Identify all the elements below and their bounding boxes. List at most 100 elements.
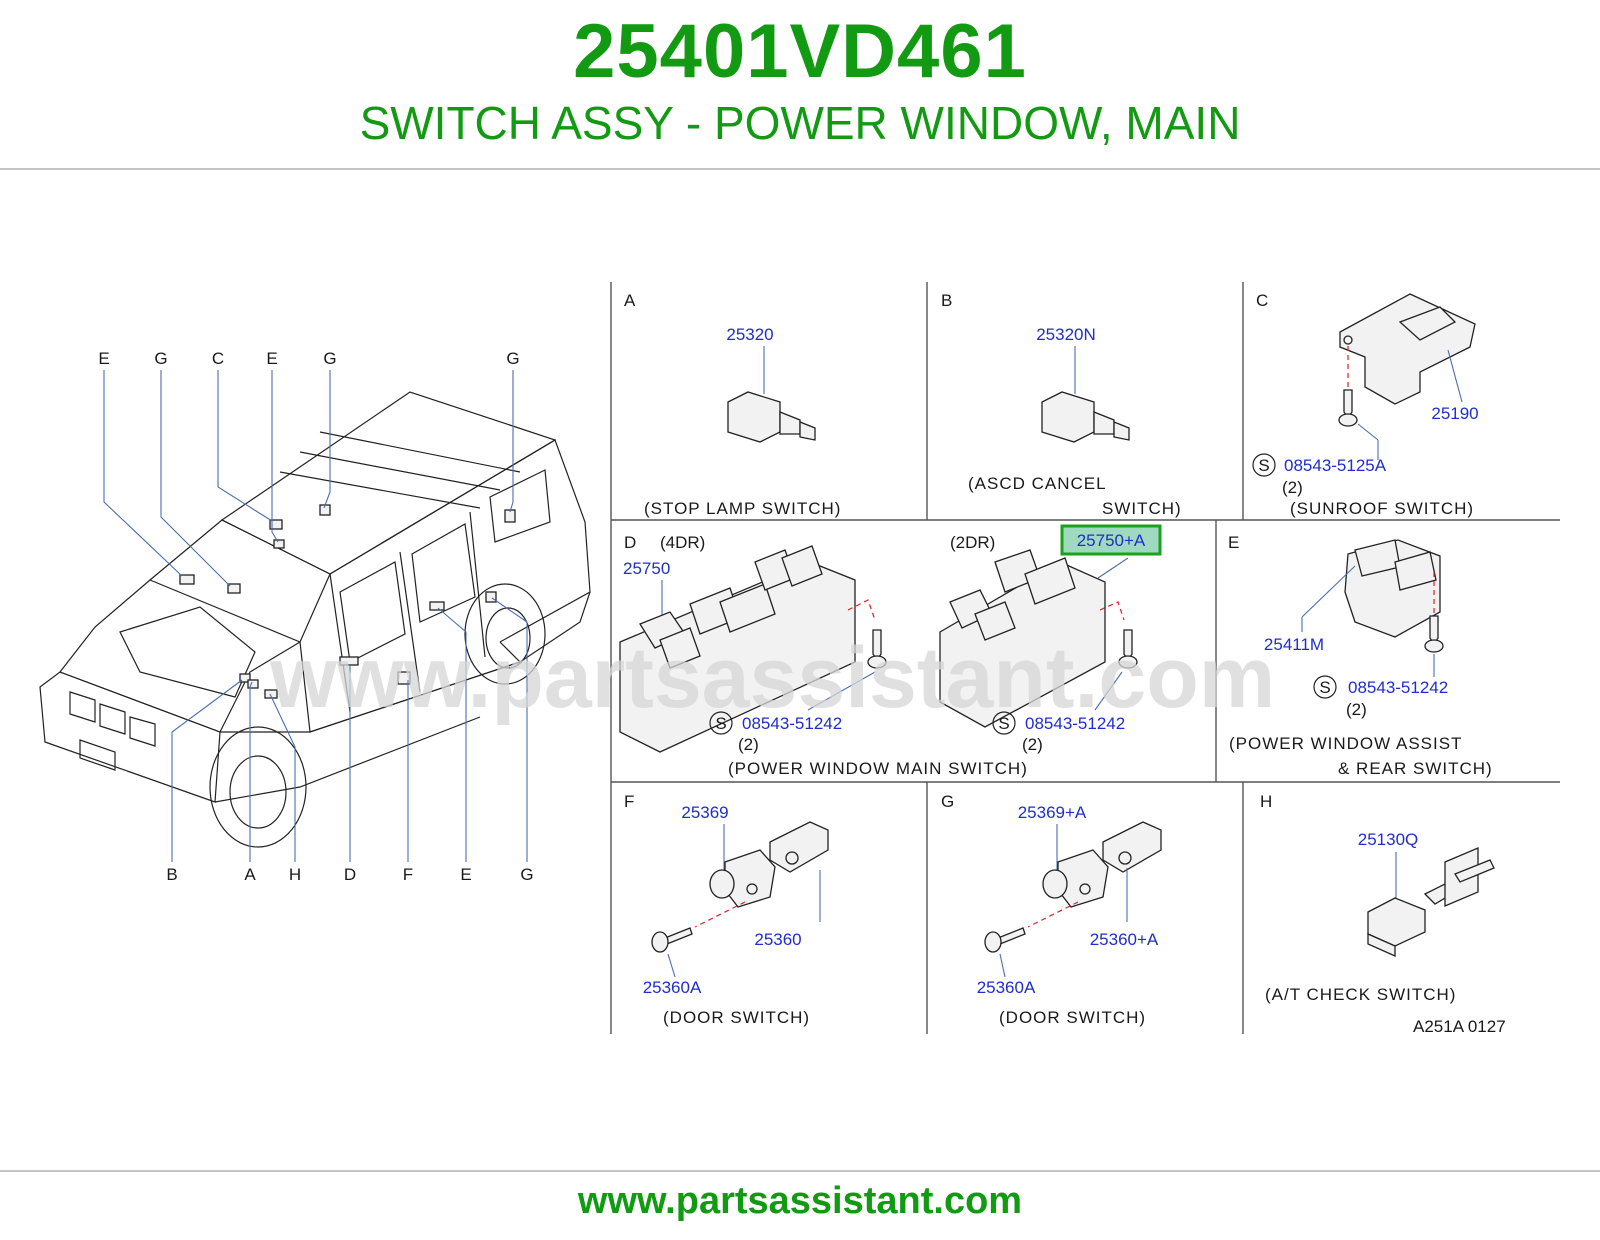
part-number-label: 25360A (977, 978, 1036, 997)
screw-part (984, 927, 1026, 953)
panel-caption: (STOP LAMP SWITCH) (644, 499, 841, 518)
part-number-label: 25360A (643, 978, 702, 997)
panel-letter: C (1256, 291, 1268, 310)
screw-symbol: S (1258, 456, 1269, 475)
panel-e-power-window-assist-switch: E 25411M S 08543-51242 (2) (POWER WINDOW… (1228, 533, 1493, 778)
callout-letter: H (289, 865, 301, 884)
panel-caption: (DOOR SWITCH) (663, 1008, 810, 1027)
watermark-text: www.partsassistant.com (269, 630, 1275, 726)
door-switch-bracket-part (769, 821, 829, 873)
screw-symbol-circle (992, 711, 1016, 735)
callout-letter: A (244, 865, 256, 884)
part-number-label: 25320N (1036, 325, 1096, 344)
callout-letter: G (323, 349, 336, 368)
panel-caption-line-2: SWITCH) (1102, 499, 1182, 518)
screw-part-number: 08543-51242 (1025, 714, 1125, 733)
quantity-label: (2) (738, 735, 759, 754)
part-number-label: 25360+A (1090, 930, 1159, 949)
panel-letter: B (941, 291, 952, 310)
callout-letter: G (520, 865, 533, 884)
panel-caption-line-1: (POWER WINDOW ASSIST (1229, 734, 1462, 753)
reference-code: A251A 0127 (1413, 1017, 1506, 1036)
screw-symbol-circle (1313, 675, 1337, 699)
panel-h-at-check-switch: H 25130Q (A/T CHECK SWITCH) A251A 0127 (1260, 792, 1506, 1036)
vehicle-callouts-bottom: B A H D F E G (166, 865, 533, 884)
door-switch-plunger-part (1042, 849, 1109, 908)
power-window-switch-2dr-part (939, 549, 1106, 728)
callout-letter: F (403, 865, 413, 884)
callout-letter: E (460, 865, 471, 884)
panel-f-door-switch: F 25369 25360 25360A (DOOR SWITCH) (624, 792, 829, 1027)
screw-part (1118, 629, 1138, 669)
quantity-label: (2) (1282, 478, 1303, 497)
callout-letter: G (506, 349, 519, 368)
door-switch-plunger-part (709, 849, 776, 908)
callout-letter: E (98, 349, 109, 368)
quantity-label: (2) (1346, 700, 1367, 719)
part-number-label: 25411M (1264, 635, 1324, 654)
callout-letter: E (266, 349, 277, 368)
screw-symbol-circle (709, 711, 733, 735)
footer-website[interactable]: www.partsassistant.com (577, 1180, 1023, 1222)
power-window-switch-4dr-part (619, 545, 856, 753)
vehicle-callouts-top: E G C E G G (98, 349, 519, 368)
panel-letter: E (1228, 533, 1239, 552)
screw-symbol-circle (1252, 453, 1276, 477)
callout-letter: G (154, 349, 167, 368)
screw-part-number: 08543-5125A (1284, 456, 1387, 475)
ascd-cancel-switch-part (1041, 391, 1130, 443)
part-number-label: 25130Q (1358, 830, 1419, 849)
page-header: 25401VD461 SWITCH ASSY - POWER WINDOW, M… (0, 0, 1600, 172)
footer-divider (0, 1170, 1600, 1172)
screw-part (867, 629, 887, 669)
panel-letter: F (624, 792, 634, 811)
panel-a-stop-lamp-switch: A 25320 (STOP LAMP SWITCH) (624, 291, 841, 518)
screw-part (1338, 389, 1358, 427)
panel-caption: (A/T CHECK SWITCH) (1265, 985, 1456, 1004)
panel-caption: (DOOR SWITCH) (999, 1008, 1146, 1027)
screw-symbol: S (1319, 678, 1330, 697)
panel-caption-line-2: & REAR SWITCH) (1338, 759, 1493, 778)
part-number-title: 25401VD461 (573, 9, 1027, 94)
panel-grid-lines (610, 282, 1560, 1034)
vehicle-illustration (39, 370, 591, 862)
screw-part-number: 08543-51242 (1348, 678, 1448, 697)
part-number-label: 25369+A (1018, 803, 1087, 822)
panel-g-door-switch: G 25369+A 25360+A 25360A (DOOR SWITCH) (941, 792, 1162, 1027)
highlighted-part-number: 25750+A (1077, 531, 1146, 550)
panel-b-ascd-cancel-switch: B 25320N (ASCD CANCEL SWITCH) (941, 291, 1182, 518)
door-switch-bracket-part (1102, 821, 1162, 873)
sunroof-switch-part (1339, 293, 1476, 405)
screw-symbol: S (998, 714, 1009, 733)
panel-letter: G (941, 792, 954, 811)
panel-letter: A (624, 291, 636, 310)
parts-diagram: E G C E G G B A H D F E G A 25320 (STO (0, 262, 1600, 1092)
highlighted-part-box (1060, 524, 1162, 556)
callout-letter: D (344, 865, 356, 884)
variant-4dr-label: (4DR) (660, 533, 705, 552)
screw-part (1424, 615, 1444, 653)
panel-letter: D (624, 533, 636, 552)
callout-letter: B (166, 865, 177, 884)
panel-caption: (POWER WINDOW MAIN SWITCH) (728, 759, 1028, 778)
callout-letter: C (212, 349, 224, 368)
part-number-label: 25190 (1431, 404, 1478, 423)
quantity-label: (2) (1022, 735, 1043, 754)
part-number-label: 25320 (726, 325, 773, 344)
at-check-switch-part (1367, 847, 1495, 958)
header-divider (0, 168, 1600, 170)
part-name-subtitle: SWITCH ASSY - POWER WINDOW, MAIN (359, 97, 1241, 149)
screw-symbol: S (715, 714, 726, 733)
part-number-label: 25750 (623, 559, 670, 578)
variant-2dr-label: (2DR) (950, 533, 995, 552)
panel-c-sunroof-switch: C 25190 S 08543-5125A (2) (SUNROOF SWITC… (1252, 291, 1479, 518)
screw-part (651, 927, 693, 953)
stop-lamp-switch-part (727, 391, 816, 443)
panel-caption: (SUNROOF SWITCH) (1290, 499, 1474, 518)
part-number-label: 25360 (754, 930, 801, 949)
screw-part-number: 08543-51242 (742, 714, 842, 733)
panel-letter: H (1260, 792, 1272, 811)
panel-d-power-window-main-switch: D (4DR) (2DR) 25750 S 08543-51242 (2) 25… (619, 524, 1162, 778)
assist-switch-part (1344, 539, 1441, 638)
part-number-label: 25369 (681, 803, 728, 822)
